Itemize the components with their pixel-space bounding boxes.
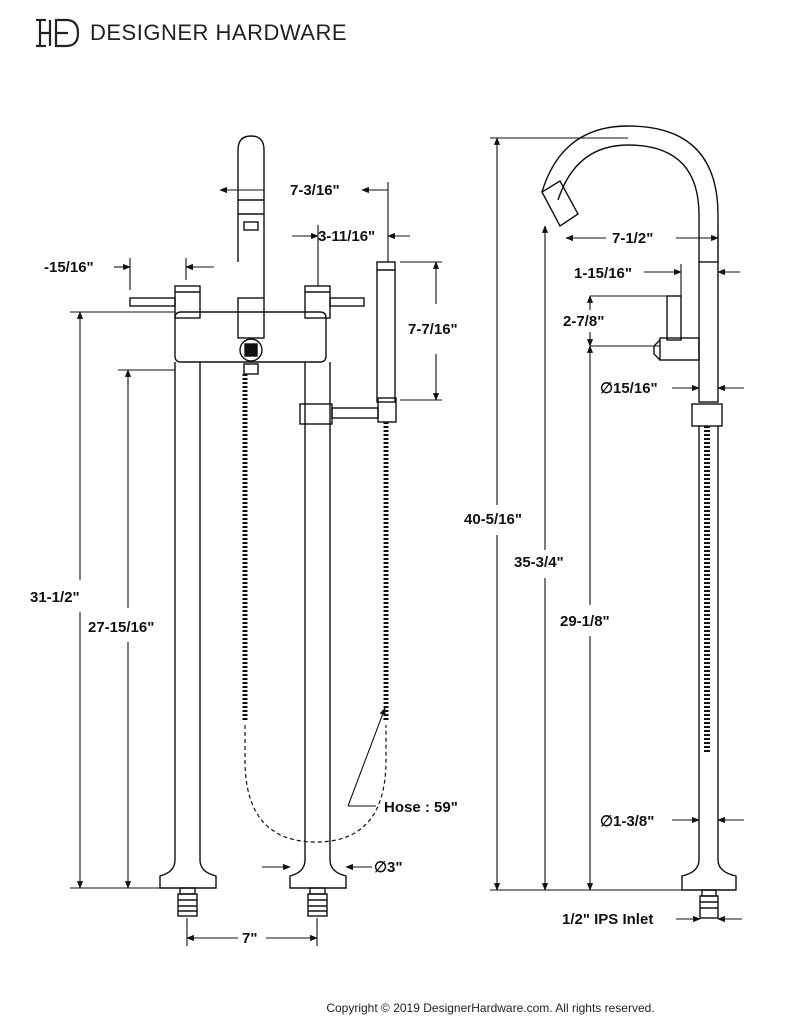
dim-column-diameter: 1-3/8" xyxy=(613,813,654,830)
dim-leg-height: 27-15/16" xyxy=(88,619,154,636)
dim-leg-spacing: 7" xyxy=(242,930,257,947)
dim-handle-height: 2-7/8" xyxy=(563,313,604,330)
copyright-text: Copyright © 2019 DesignerHardware.com. A… xyxy=(326,1001,655,1015)
dim-handle-depth: 1-15/16" xyxy=(574,265,632,282)
front-view xyxy=(129,135,397,917)
dim-tube-diameter: 15/16" xyxy=(613,380,658,397)
front-spout-tube xyxy=(237,135,265,298)
diameter-icon: ∅ xyxy=(600,813,613,830)
dim-inlet: 1/2" IPS Inlet xyxy=(562,911,653,928)
dimension-lines xyxy=(70,137,744,946)
side-spout-tube xyxy=(541,125,719,262)
copyright-footer: Copyright © 2019 DesignerHardware.com. A… xyxy=(0,1001,791,1015)
dim-spout-reach-side: 7-1/2" xyxy=(612,230,653,247)
side-base xyxy=(681,859,737,891)
front-right-base xyxy=(289,859,347,889)
front-left-base xyxy=(159,859,217,889)
diameter-icon: ∅ xyxy=(374,859,387,876)
dim-overall-height-front: 31-1/2" xyxy=(30,589,80,606)
brand-header[interactable]: DESIGNER HARDWARE xyxy=(36,16,347,50)
dim-overall-height-side: 40-5/16" xyxy=(464,511,522,528)
dim-hose-length: Hose : 59" xyxy=(384,799,458,816)
dim-handle-center-height: 29-1/8" xyxy=(560,613,610,630)
side-view xyxy=(541,125,737,919)
dim-handshower-length: 7-7/16" xyxy=(408,321,458,338)
dh-logo-icon xyxy=(36,18,80,48)
dim-spout-outlet-height: 35-3/4" xyxy=(514,554,564,571)
dim-base-diameter: 3" xyxy=(387,859,402,876)
brand-name: DESIGNER HARDWARE xyxy=(90,20,348,45)
diameter-icon: ∅ xyxy=(600,380,613,397)
dim-handle-offset: -15/16" xyxy=(44,259,94,276)
dim-spout-to-valve: 3-11/16" xyxy=(318,228,375,245)
hose-loop xyxy=(244,725,387,843)
dim-spout-reach-front: 7-3/16" xyxy=(290,182,340,199)
handshower-wand xyxy=(376,261,396,403)
